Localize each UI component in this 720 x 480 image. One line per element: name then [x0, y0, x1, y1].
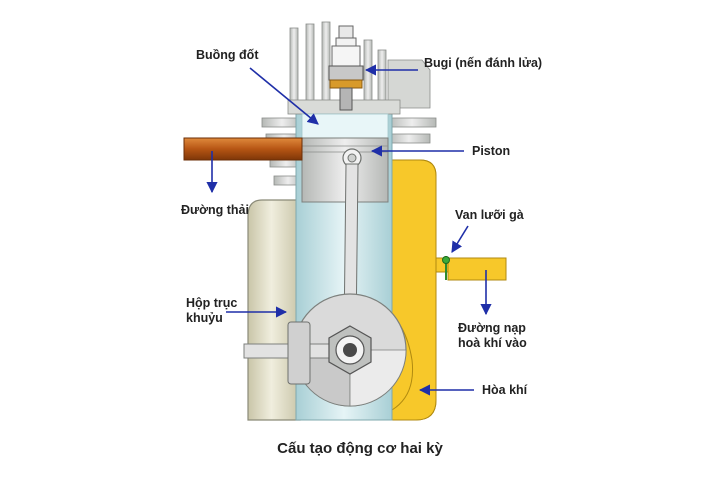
label-crankcase-line2: khuỷu [186, 311, 223, 325]
intake-pipe [447, 257, 507, 281]
label-piston: Piston [472, 144, 511, 158]
label-combustion-chamber: Buồng đốt [196, 48, 259, 62]
label-crankcase-line1: Hộp trục [186, 296, 238, 310]
label-exhaust: Đường thải [181, 203, 249, 217]
crankshaft [243, 293, 407, 407]
piston [301, 137, 389, 203]
spark-plug [328, 25, 364, 111]
label-spark-plug: Bugi (nến đánh lửa) [424, 56, 543, 70]
leader-lines [206, 64, 492, 396]
crankcase [247, 199, 301, 421]
combustion-chamber [301, 113, 389, 141]
label-intake-line1: Đường nạp [458, 321, 526, 335]
label-intake-line2: hoà khí vào [458, 336, 527, 350]
label-mixture: Hòa khí [482, 383, 528, 397]
exhaust-pipe [183, 137, 303, 161]
label-reed-valve: Van lưỡi gà [455, 208, 524, 222]
diagram-title: Cấu tạo động cơ hai kỳ [277, 440, 443, 457]
reed-valve [442, 256, 450, 280]
